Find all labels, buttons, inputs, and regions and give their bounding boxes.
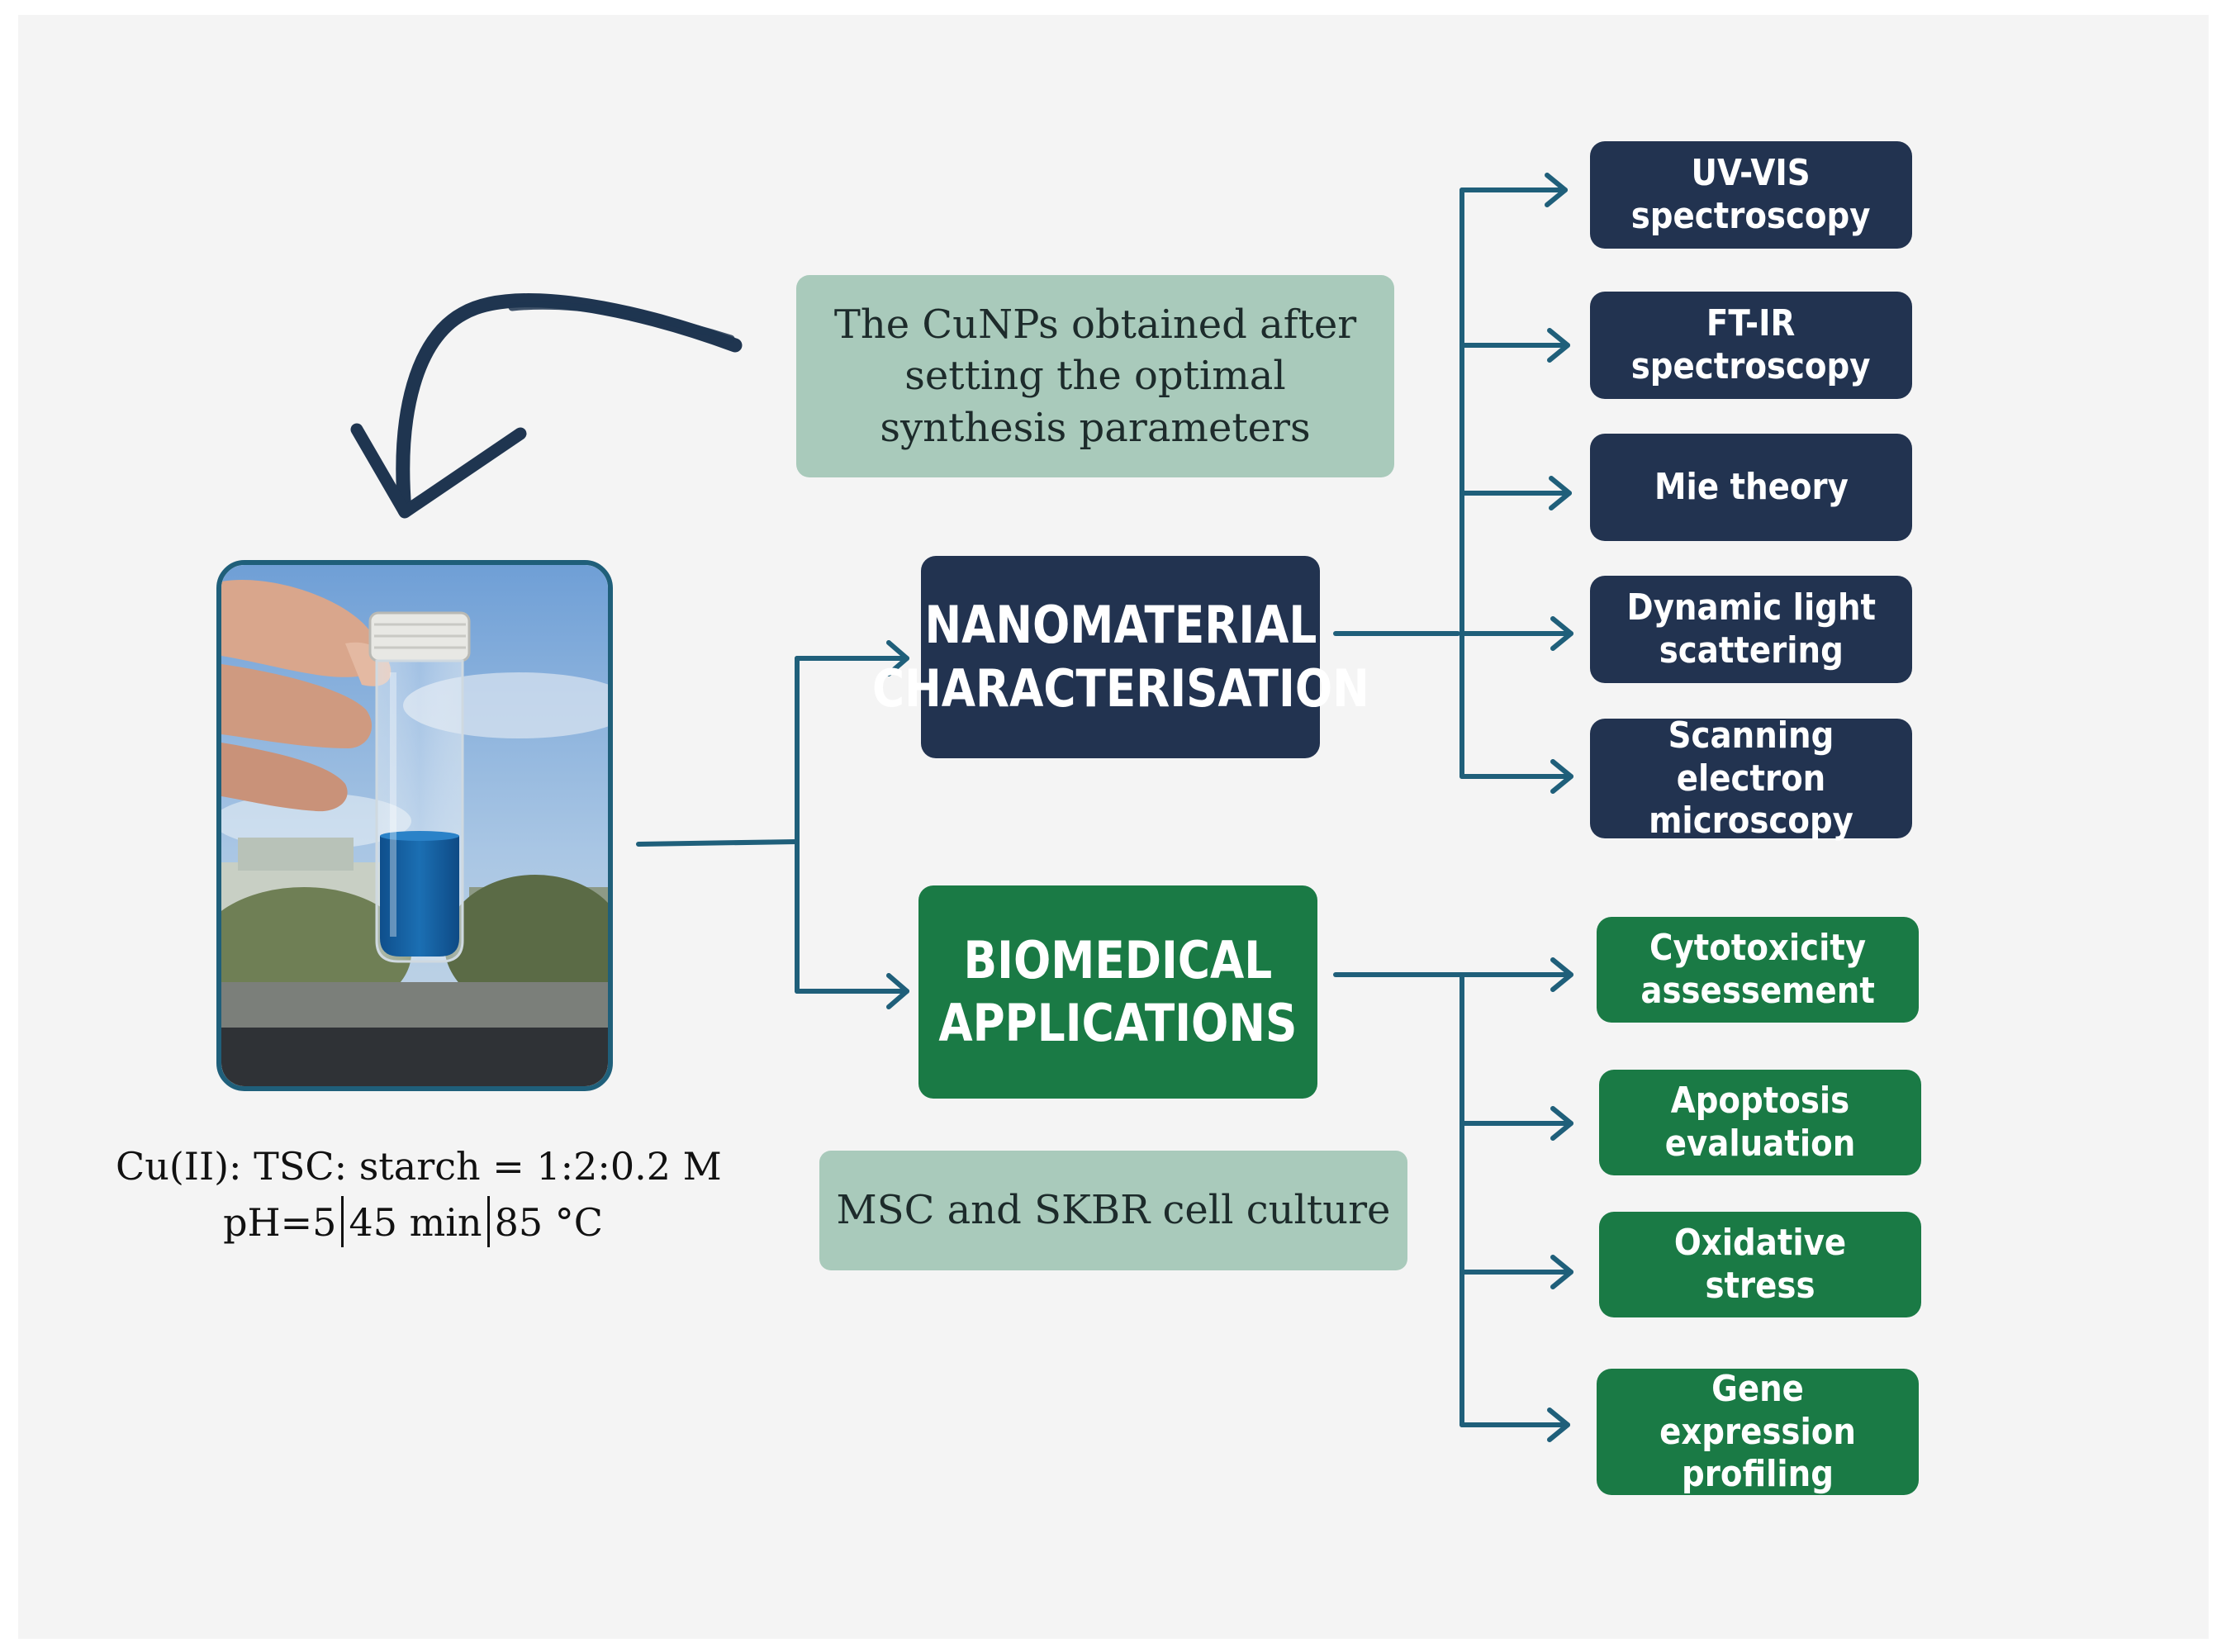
condition-ph: pH=5 bbox=[223, 1200, 337, 1245]
leaf-dls-label: Dynamic light scattering bbox=[1626, 586, 1876, 672]
characterisation-box: NANOMATERIAL CHARACTERISATION bbox=[872, 556, 1369, 758]
leaf-sem: Scanning electron microscopy bbox=[1590, 714, 1912, 842]
leaf-mie-theory: Mie theory bbox=[1590, 434, 1912, 541]
leaf-gene-expression: Gene expression profiling bbox=[1597, 1367, 1919, 1496]
vial-photo-illustration bbox=[221, 565, 608, 1086]
arrowhead-characterisation bbox=[886, 640, 909, 676]
divider bbox=[486, 1196, 490, 1247]
leaf-uv-vis-label: UV-VIS spectroscopy bbox=[1631, 152, 1871, 237]
arrowhead-leaf-uv-vis bbox=[1545, 173, 1568, 207]
arrowhead-leaf-mie bbox=[1549, 476, 1572, 510]
leaf-apoptosis: Apoptosis evaluation bbox=[1599, 1070, 1921, 1175]
leaf-ft-ir-label: FT-IR spectroscopy bbox=[1631, 302, 1871, 387]
leaf-mie-theory-label: Mie theory bbox=[1654, 466, 1849, 509]
arrowhead-leaf-ft-ir bbox=[1547, 328, 1570, 363]
leaf-cytotoxicity: Cytotoxicity assessement bbox=[1597, 917, 1919, 1023]
biomedical-label: BIOMEDICAL APPLICATIONS bbox=[938, 929, 1298, 1053]
arrowhead-leaf-gene bbox=[1547, 1408, 1570, 1442]
arrowhead-leaf-dls bbox=[1550, 616, 1573, 651]
leaf-uv-vis: UV-VIS spectroscopy bbox=[1590, 141, 1912, 249]
cell-culture-note-box: MSC and SKBR cell culture bbox=[819, 1151, 1407, 1270]
arrowhead-leaf-oxidative bbox=[1550, 1255, 1573, 1289]
leaf-sem-label: Scanning electron microscopy bbox=[1649, 714, 1853, 843]
leaf-cytotoxicity-label: Cytotoxicity assessement bbox=[1640, 927, 1875, 1012]
condition-temperature: 85 °C bbox=[494, 1200, 603, 1245]
arrowhead-biomedical bbox=[886, 973, 909, 1009]
synthesis-ratio-text: Cu(II): TSC: starch = 1:2:0.2 M bbox=[116, 1144, 722, 1189]
vial-photo bbox=[216, 560, 613, 1091]
source-note-text: The CuNPs obtained after setting the opt… bbox=[833, 301, 1357, 451]
leaf-dls: Dynamic light scattering bbox=[1590, 576, 1912, 683]
arrowhead-leaf-sem bbox=[1550, 759, 1573, 794]
connector-photo-to-split bbox=[636, 839, 800, 847]
cell-culture-note-text: MSC and SKBR cell culture bbox=[836, 1187, 1391, 1234]
arrowhead-leaf-apoptosis bbox=[1550, 1106, 1573, 1141]
leaf-gene-expression-label: Gene expression profiling bbox=[1659, 1367, 1856, 1496]
leaf-oxidative-stress: Oxidative stress bbox=[1599, 1212, 1921, 1317]
leaf-ft-ir: FT-IR spectroscopy bbox=[1590, 292, 1912, 399]
divider bbox=[341, 1196, 344, 1247]
characterisation-label: NANOMATERIAL CHARACTERISATION bbox=[871, 595, 1369, 719]
leaf-apoptosis-label: Apoptosis evaluation bbox=[1664, 1080, 1856, 1165]
arrowhead-leaf-cytotoxicity bbox=[1550, 957, 1573, 992]
curved-arrow bbox=[350, 293, 743, 519]
source-note-box: The CuNPs obtained after setting the opt… bbox=[796, 275, 1394, 477]
leaf-oxidative-stress-label: Oxidative stress bbox=[1673, 1222, 1847, 1307]
synthesis-conditions-caption: pH=5 45 min 85 °C bbox=[116, 1196, 710, 1247]
condition-time: 45 min bbox=[349, 1200, 482, 1245]
biomedical-box: BIOMEDICAL APPLICATIONS bbox=[918, 885, 1317, 1099]
synthesis-ratio-caption: Cu(II): TSC: starch = 1:2:0.2 M bbox=[116, 1144, 722, 1189]
